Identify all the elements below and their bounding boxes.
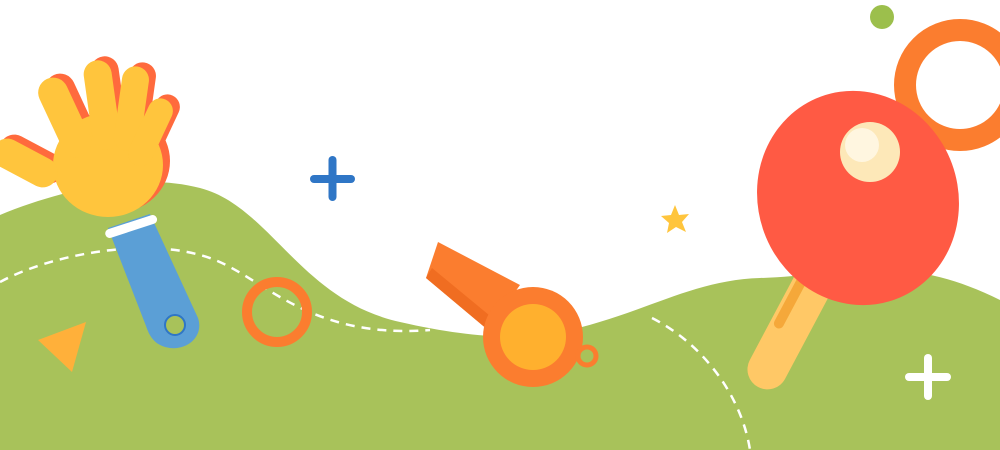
ping-pong-paddle-icon: [747, 90, 959, 390]
plus-icon-white: [905, 354, 951, 400]
green-dot-icon: [870, 5, 894, 29]
dashed-trail-left: [0, 246, 431, 333]
dashed-trail-right: [651, 316, 752, 450]
clapper-hand-icon: [0, 56, 200, 349]
handle-hole: [164, 314, 186, 336]
green-hill: [0, 181, 1000, 450]
triangle-icon: [38, 322, 86, 372]
orange-ring-large-icon: [894, 19, 1000, 151]
plus-icon-blue: [310, 156, 355, 201]
orange-ring-icon: [242, 277, 312, 347]
star-icon: [661, 205, 689, 233]
whistle-icon: [426, 242, 599, 387]
